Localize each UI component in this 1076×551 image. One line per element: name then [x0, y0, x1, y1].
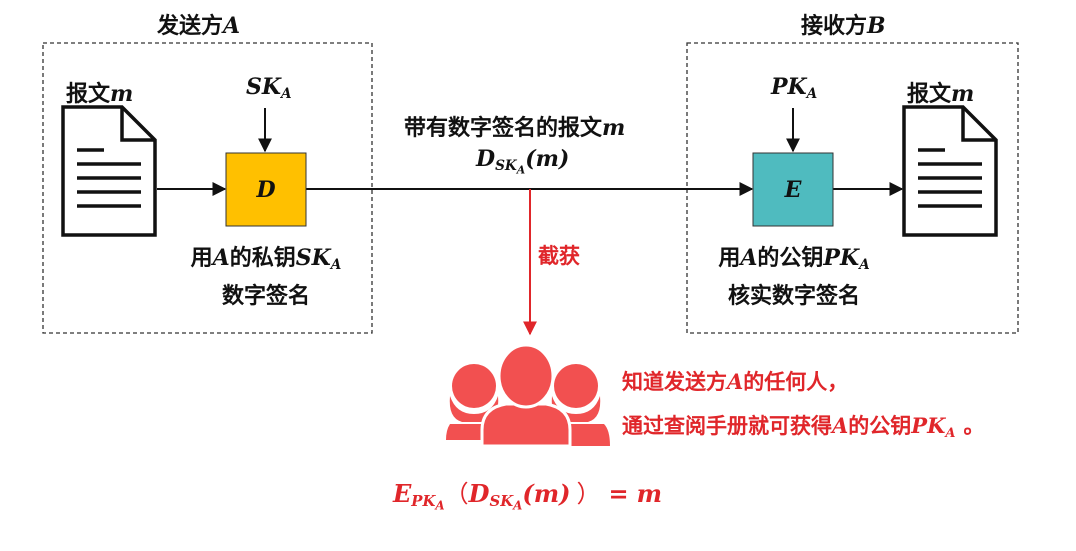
- d-box: [225, 152, 307, 227]
- channel-label: 带有数字签名的报文m: [404, 110, 625, 142]
- channel-formula: DSKA(m): [476, 146, 569, 176]
- equation-e-sub-sub: A: [435, 499, 445, 514]
- receiver-caption-var: A: [740, 245, 758, 271]
- equation-arg: (m): [522, 479, 571, 508]
- sender-caption-key-main: SK: [295, 245, 331, 271]
- sender-document-icon: [61, 105, 157, 237]
- equation-eq: =: [608, 480, 629, 508]
- receiver-caption-line1: 用A的公钥PKA: [696, 242, 892, 281]
- sender-caption-key-sub: A: [330, 257, 342, 274]
- receiver-caption-line2: 核实数字签名: [727, 284, 860, 310]
- receiver-message-text: 报文: [907, 82, 952, 107]
- equation-d-sub-sub: A: [513, 499, 523, 514]
- receiver-message-label: 报文m: [907, 76, 974, 108]
- sender-caption-var: A: [212, 245, 230, 271]
- e-box-label: E: [784, 177, 803, 203]
- attacker-note-line2: 通过查阅手册就可获得A的公钥PKA。: [622, 410, 984, 441]
- receiver-region: [686, 42, 1019, 334]
- sender-caption: 用A的私钥SKA 数字签名: [168, 242, 364, 313]
- e-box: [752, 152, 834, 227]
- attacker-note-2b: 的公钥: [848, 414, 912, 438]
- channel-formula-d: D: [476, 146, 496, 172]
- sender-message-var: m: [110, 81, 134, 107]
- receiver-caption-key-main: PK: [823, 245, 860, 271]
- receiver-caption-b: 的公钥: [757, 246, 824, 271]
- sender-title: 发送方A: [157, 8, 240, 40]
- attacker-note-end: 。: [963, 414, 985, 438]
- sender-caption-b: 的私钥: [229, 246, 296, 271]
- receiver-caption: 用A的公钥PKA 核实数字签名: [696, 242, 892, 313]
- sender-title-var: A: [223, 13, 241, 39]
- equation-d-sub-main: SK: [489, 492, 514, 511]
- sender-caption-a: 用: [190, 246, 213, 271]
- receiver-document-icon: [902, 105, 998, 237]
- attacker-note-2a: 通过查阅手册就可获得: [622, 414, 832, 438]
- equation-open: （: [444, 480, 469, 508]
- receiver-key-sub: A: [806, 86, 818, 103]
- sender-message-label: 报文m: [66, 76, 133, 108]
- equation: EPKA（DSKA(m)）=m: [393, 474, 662, 513]
- receiver-message-var: m: [951, 81, 975, 107]
- receiver-key-label: PKA: [771, 74, 817, 102]
- attacker-note-1b: 的任何人，: [743, 370, 849, 394]
- equation-result: m: [636, 479, 662, 508]
- d-box-label: D: [255, 177, 275, 203]
- receiver-key-main: PK: [771, 74, 807, 100]
- attacker-note-1var: A: [727, 369, 744, 394]
- channel-formula-arg: (m): [525, 146, 570, 172]
- channel-formula-sub-sub: A: [516, 163, 526, 177]
- equation-e: E: [393, 479, 412, 508]
- attacker-note-key-sub: A: [945, 425, 956, 441]
- channel-formula-sub-main: SK: [495, 158, 517, 175]
- sender-title-text: 发送方: [157, 14, 224, 39]
- attacker-note-2var: A: [832, 413, 849, 438]
- channel-label-text: 带有数字签名的报文: [404, 116, 603, 141]
- attacker-note-line1: 知道发送方A的任何人，: [622, 366, 848, 396]
- people-group-icon: [446, 343, 610, 448]
- sender-message-text: 报文: [66, 82, 111, 107]
- receiver-caption-key-sub: A: [859, 257, 870, 274]
- receiver-title: 接收方B: [801, 8, 886, 40]
- receiver-title-var: B: [867, 13, 886, 39]
- sender-key-label: SKA: [246, 74, 292, 102]
- sender-key-main: SK: [246, 74, 282, 100]
- intercept-label: 截获: [538, 244, 580, 268]
- equation-close: ）: [576, 480, 601, 508]
- channel-label-var: m: [602, 115, 626, 141]
- equation-d: D: [468, 479, 490, 508]
- sender-key-sub: A: [281, 86, 292, 103]
- equation-e-sub-main: PK: [411, 492, 436, 511]
- attacker-note-key-main: PK: [911, 413, 946, 438]
- receiver-title-text: 接收方: [801, 14, 868, 39]
- sender-region: [42, 42, 373, 334]
- receiver-caption-a: 用: [718, 246, 741, 271]
- sender-caption-line2: 数字签名: [221, 284, 310, 310]
- attacker-note-1a: 知道发送方: [622, 370, 727, 394]
- sender-caption-line1: 用A的私钥SKA: [168, 242, 364, 281]
